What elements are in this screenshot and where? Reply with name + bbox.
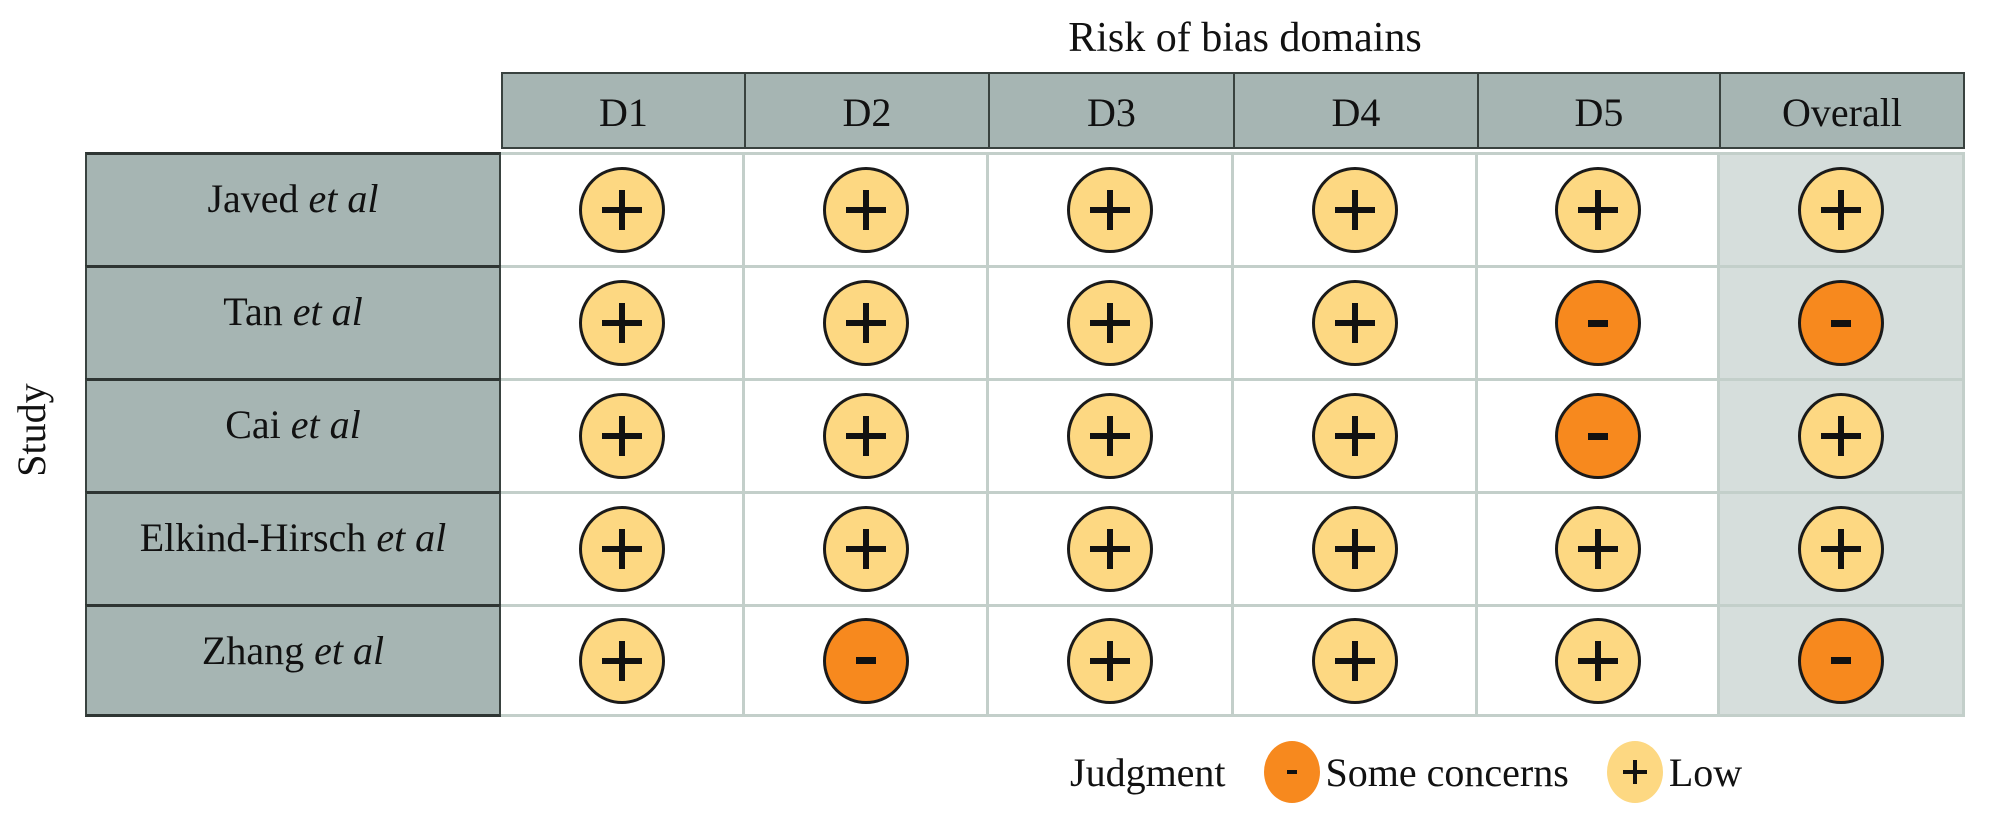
table-row: [501, 378, 1965, 491]
column-header-d4: D4: [1234, 72, 1478, 149]
judgment-cell: [1720, 378, 1965, 491]
judgment-cell: [989, 265, 1234, 378]
some-concerns-icon: [1798, 280, 1884, 366]
judgment-cell: [989, 491, 1234, 604]
low-risk-icon: [1311, 617, 1398, 704]
table-row: [501, 265, 1965, 378]
low-risk-icon: [822, 280, 909, 366]
low-risk-icon: [1606, 741, 1663, 803]
low-risk-icon: [1311, 280, 1398, 366]
judgment-cell: [1234, 378, 1478, 491]
low-risk-icon: [1067, 167, 1153, 253]
low-risk-icon: [1067, 393, 1153, 479]
column-header-d2: D2: [745, 72, 989, 149]
judgment-cell: [1478, 604, 1720, 717]
judgment-cell: [745, 265, 989, 378]
some-concerns-icon: [1554, 393, 1641, 479]
study-name: Tan: [223, 289, 283, 334]
low-risk-icon: [822, 506, 909, 592]
low-risk-icon: [1798, 167, 1884, 253]
judgment-cell: [1478, 378, 1720, 491]
low-risk-icon: [1067, 280, 1153, 366]
study-suffix: et al: [290, 402, 361, 447]
judgment-cell: [745, 491, 989, 604]
column-header-d5: D5: [1478, 72, 1720, 149]
table-row: [501, 152, 1965, 265]
study-row-label: Cai et al: [85, 378, 501, 491]
judgment-cell: [745, 378, 989, 491]
study-suffix: et al: [308, 176, 379, 221]
judgment-cell: [1720, 152, 1965, 265]
judgment-cell: [501, 491, 745, 604]
some-concerns-icon: [1554, 280, 1641, 366]
judgment-cell: [1478, 152, 1720, 265]
judgment-cell: [1234, 152, 1478, 265]
legend-label-low: Low: [1668, 749, 1743, 795]
judgment-cell: [989, 152, 1234, 265]
low-risk-icon: [1311, 506, 1398, 592]
low-risk-icon: [1554, 617, 1641, 704]
judgment-grid: [501, 152, 1965, 717]
column-header-overall: Overall: [1720, 72, 1965, 149]
judgment-cell: [1234, 491, 1478, 604]
study-suffix: et al: [292, 289, 363, 334]
legend-title: Judgment: [1070, 749, 1226, 795]
some-concerns-icon: [822, 617, 909, 704]
study-name: Cai: [225, 402, 281, 447]
low-risk-icon: [1798, 506, 1884, 592]
low-risk-icon: [1311, 393, 1398, 479]
study-row-label: Elkind-Hirsch et al: [85, 491, 501, 604]
judgment-cell: [1720, 491, 1965, 604]
study-row-label: Javed et al: [85, 152, 501, 265]
judgment-cell: [1478, 265, 1720, 378]
judgment-cell: [1478, 491, 1720, 604]
low-risk-icon: [822, 167, 909, 253]
chart-title: Risk of bias domains: [1068, 15, 1422, 61]
column-header-d1: D1: [501, 72, 745, 149]
low-risk-icon: [1798, 393, 1884, 479]
study-suffix: et al: [376, 515, 447, 560]
study-name: Elkind-Hirsch: [139, 515, 367, 560]
judgment-cell: [1234, 604, 1478, 717]
low-risk-icon: [578, 617, 665, 704]
judgment-cell: [989, 604, 1234, 717]
judgment-cell: [501, 265, 745, 378]
legend: Judgment Some concerns Low: [1070, 741, 1743, 803]
judgment-cell: [1234, 265, 1478, 378]
column-header-d3: D3: [989, 72, 1234, 149]
low-risk-icon: [1067, 506, 1153, 592]
low-risk-icon: [1311, 167, 1398, 253]
low-risk-icon: [578, 280, 665, 366]
low-risk-icon: [822, 393, 909, 479]
y-axis-label: Study: [9, 383, 54, 477]
low-risk-icon: [578, 167, 665, 253]
study-name: Javed: [207, 176, 299, 221]
judgment-cell: [989, 378, 1234, 491]
legend-label-some-concerns: Some concerns: [1325, 749, 1569, 795]
some-concerns-icon: [1263, 741, 1320, 803]
low-risk-icon: [1554, 167, 1641, 253]
judgment-cell: [1720, 604, 1965, 717]
judgment-cell: [501, 604, 745, 717]
table-row: [501, 491, 1965, 604]
judgment-cell: [501, 152, 745, 265]
judgment-cell: [1720, 265, 1965, 378]
study-suffix: et al: [314, 628, 385, 673]
low-risk-icon: [578, 393, 665, 479]
low-risk-icon: [1067, 617, 1153, 704]
judgment-cell: [745, 152, 989, 265]
study-row-label: Zhang et al: [85, 604, 501, 717]
judgment-cell: [745, 604, 989, 717]
table-row: [501, 604, 1965, 717]
some-concerns-icon: [1798, 617, 1884, 704]
low-risk-icon: [1554, 506, 1641, 592]
low-risk-icon: [578, 506, 665, 592]
study-row-label: Tan et al: [85, 265, 501, 378]
judgment-cell: [501, 378, 745, 491]
study-name: Zhang: [201, 628, 305, 673]
